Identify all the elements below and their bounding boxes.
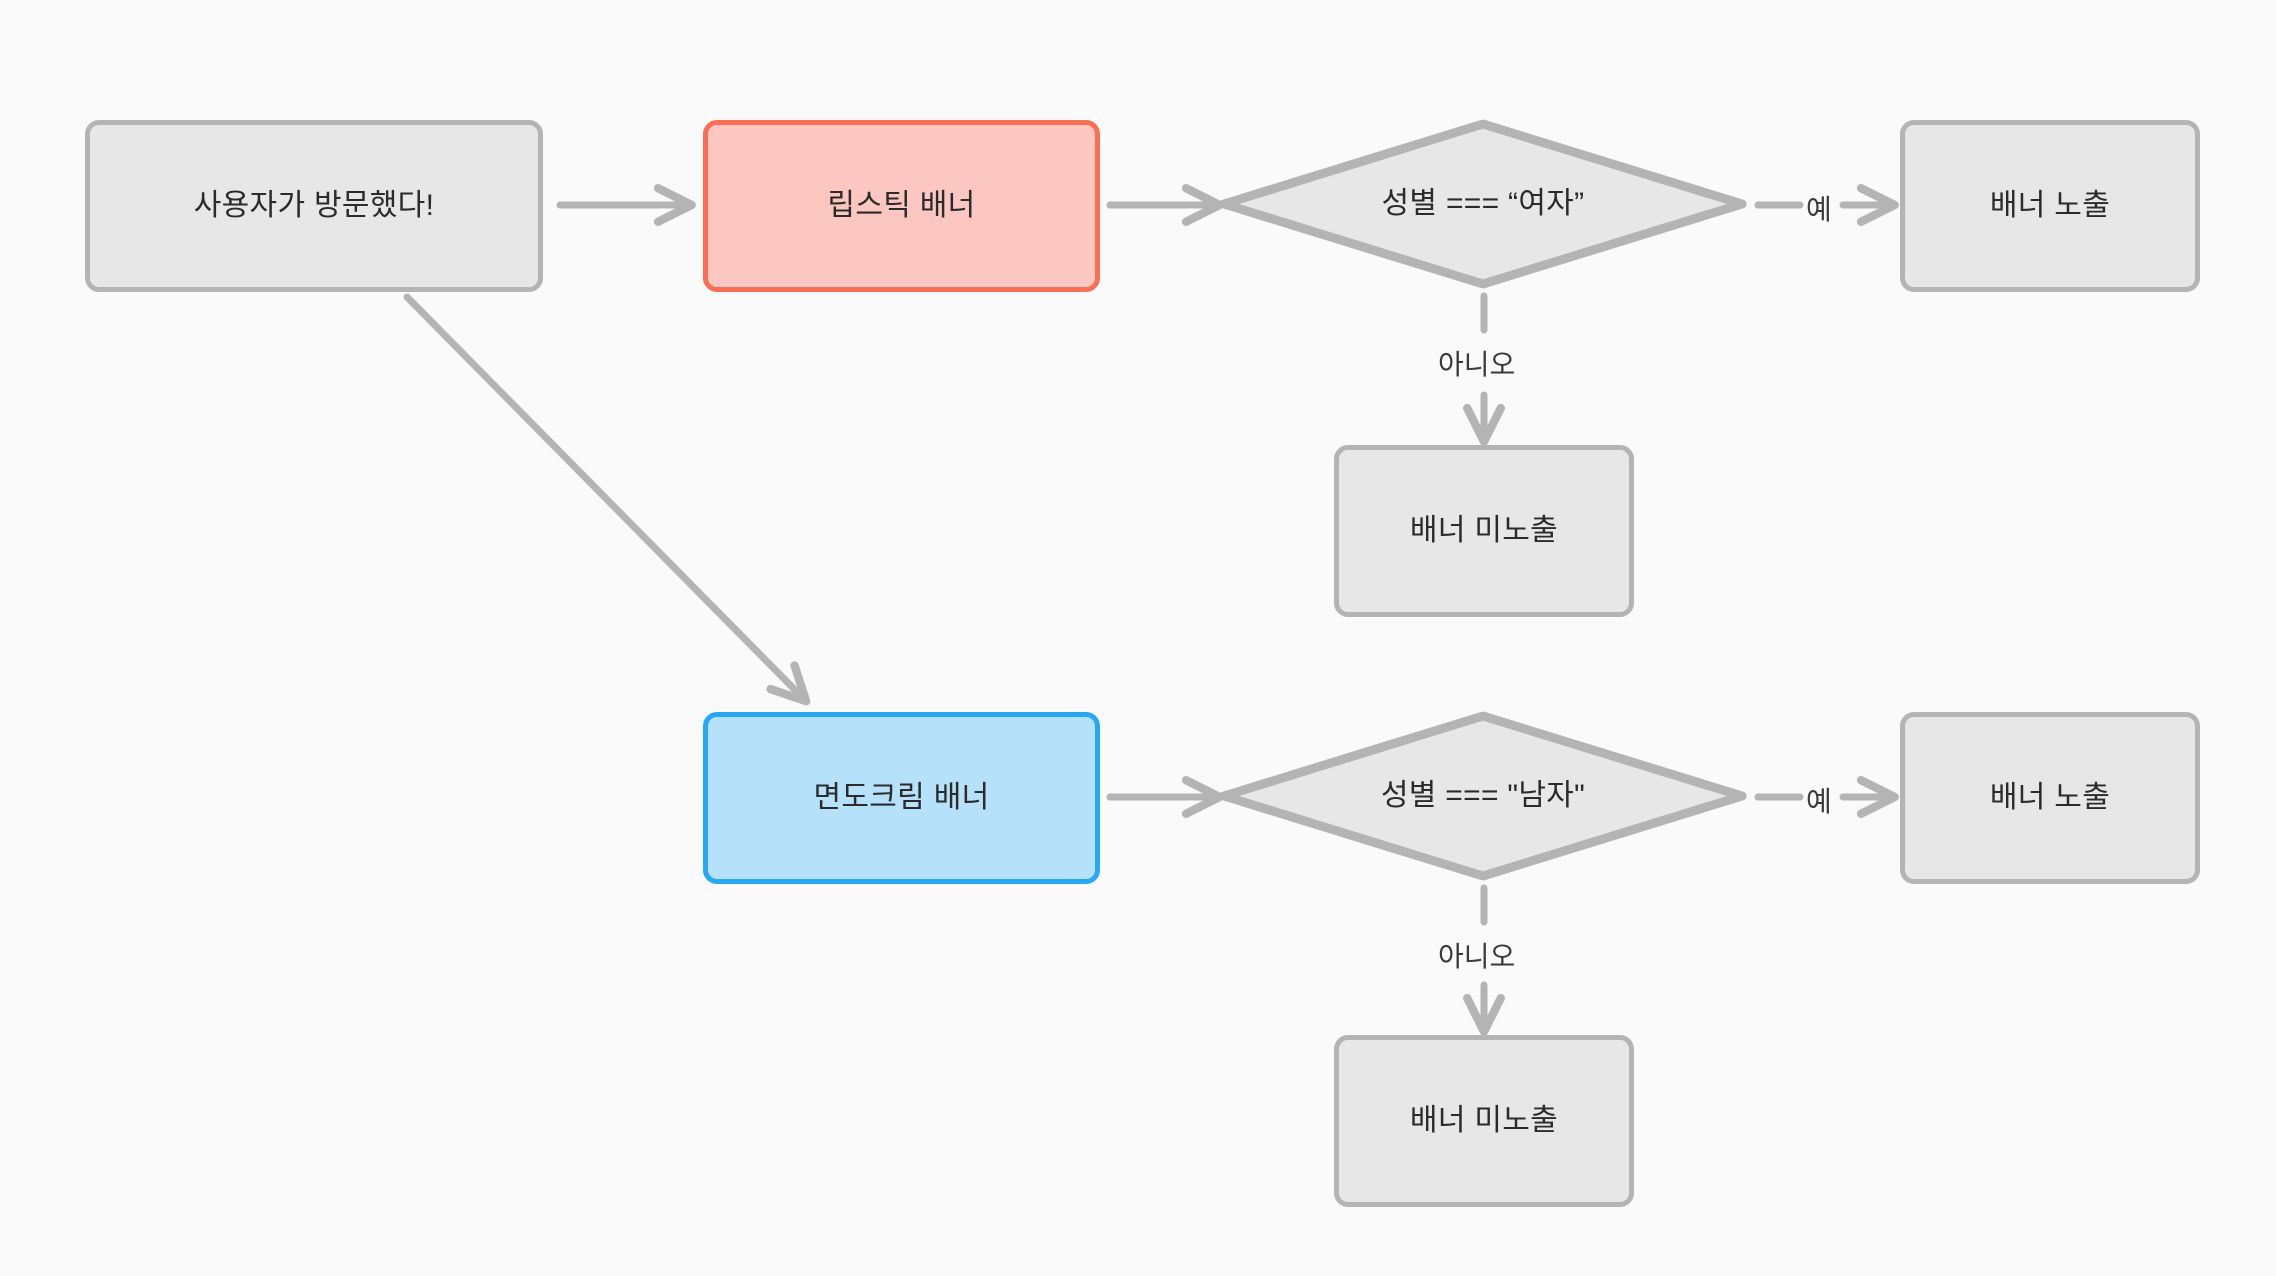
edge-label-yes-top: 예 — [1806, 194, 1832, 225]
node-label: 면도크림 배너 — [813, 781, 990, 814]
node-condition-female[interactable]: 성별 === “여자” — [1218, 118, 1748, 290]
node-label: 배너 미노출 — [1409, 1104, 1559, 1137]
node-label: 사용자가 방문했다! — [193, 189, 435, 222]
edge-label-no-top: 아니오 — [1438, 349, 1516, 380]
node-shaving-cream-banner[interactable]: 면도크림 배너 — [703, 712, 1100, 884]
node-label: 배너 노출 — [1989, 781, 2111, 814]
node-label: 성별 === "남자" — [1380, 779, 1586, 812]
node-lipstick-banner[interactable]: 립스틱 배너 — [703, 120, 1100, 292]
node-user-visited[interactable]: 사용자가 방문했다! — [85, 120, 543, 292]
node-hide-banner-bottom[interactable]: 배너 미노출 — [1334, 1035, 1634, 1207]
node-hide-banner-top[interactable]: 배너 미노출 — [1334, 445, 1634, 617]
node-label: 성별 === “여자” — [1381, 187, 1585, 220]
node-label: 립스틱 배너 — [827, 189, 976, 222]
node-label: 배너 노출 — [1989, 189, 2111, 222]
edge-label-yes-bottom: 예 — [1806, 786, 1832, 817]
edge-visit-to-shavecream — [403, 293, 811, 706]
node-condition-male[interactable]: 성별 === "남자" — [1218, 710, 1748, 882]
edge-label-no-bottom: 아니오 — [1438, 941, 1516, 972]
node-show-banner-bottom[interactable]: 배너 노출 — [1900, 712, 2200, 884]
diamond-shape — [1219, 711, 1747, 881]
node-label: 배너 미노출 — [1409, 514, 1559, 547]
diamond-shape — [1219, 119, 1747, 289]
node-show-banner-top[interactable]: 배너 노출 — [1900, 120, 2200, 292]
